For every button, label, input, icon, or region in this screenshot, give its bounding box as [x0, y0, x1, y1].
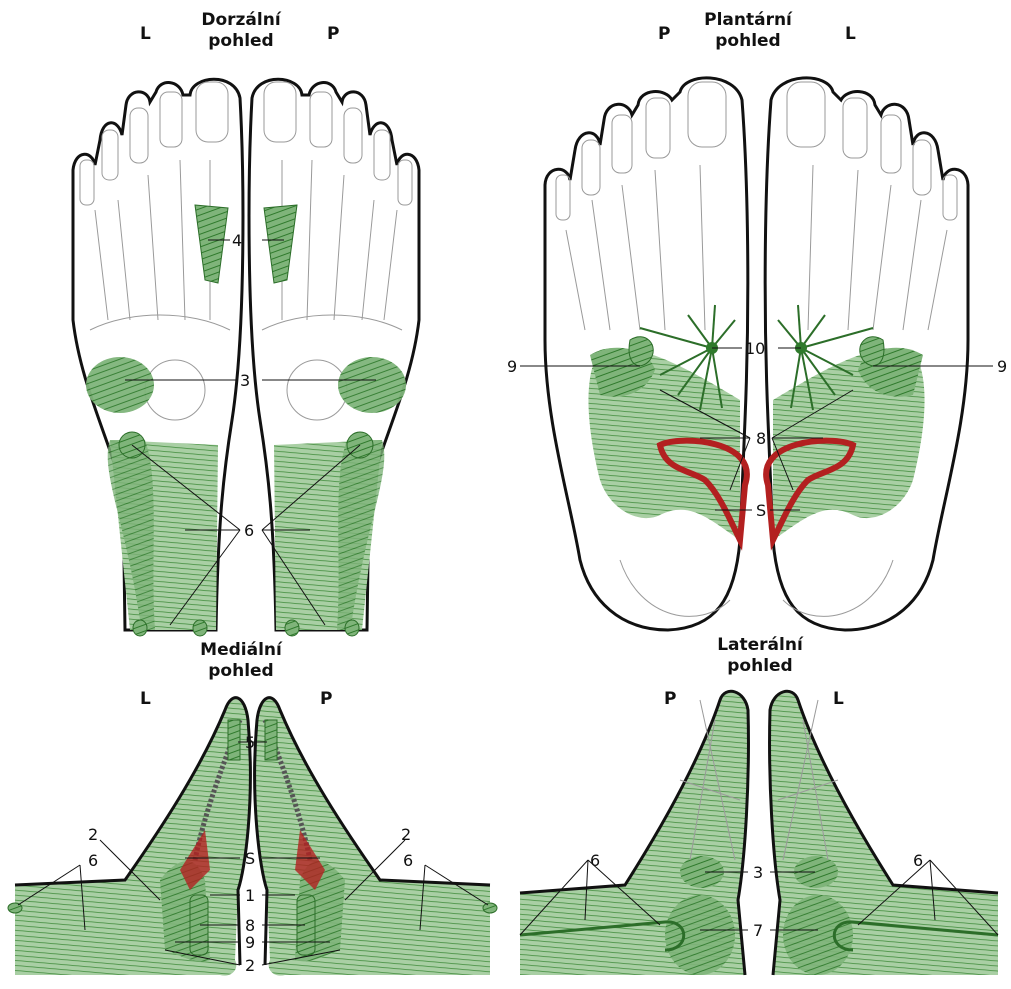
label-1: 1 — [245, 886, 255, 905]
label-9-medial: 9 — [245, 933, 255, 952]
plantar-left-foot — [545, 78, 748, 630]
label-5: 5 — [245, 733, 255, 752]
label-2-medial-right: 2 — [401, 825, 411, 844]
label-6-lateral-right: 6 — [913, 851, 923, 870]
label-3-dorsal: 3 — [240, 371, 250, 390]
label-8-plantar: 8 — [756, 429, 766, 448]
label-s-medial: S — [245, 849, 255, 868]
label-6-medial-right: 6 — [403, 851, 413, 870]
label-7: 7 — [753, 921, 763, 940]
label-2-medial-bottom: 2 — [245, 956, 255, 975]
label-6-lateral-left: 6 — [590, 851, 600, 870]
label-9-left: 9 — [507, 357, 517, 376]
lateral-right-foot — [770, 691, 998, 975]
label-9-right: 9 — [997, 357, 1007, 376]
label-s-plantar: S — [756, 501, 766, 520]
medial-left-foot — [8, 698, 250, 976]
label-2-medial-left: 2 — [88, 825, 98, 844]
label-10: 10 — [745, 339, 765, 358]
medial-right-foot — [255, 698, 497, 976]
dorsal-right-foot — [249, 79, 419, 636]
label-6-medial-left: 6 — [88, 851, 98, 870]
label-6-dorsal: 6 — [244, 521, 254, 540]
plantar-right-foot — [765, 78, 968, 630]
lateral-left-foot — [520, 691, 748, 975]
dorsal-left-foot — [73, 79, 243, 636]
label-4: 4 — [232, 231, 242, 250]
label-3-lateral: 3 — [753, 863, 763, 882]
